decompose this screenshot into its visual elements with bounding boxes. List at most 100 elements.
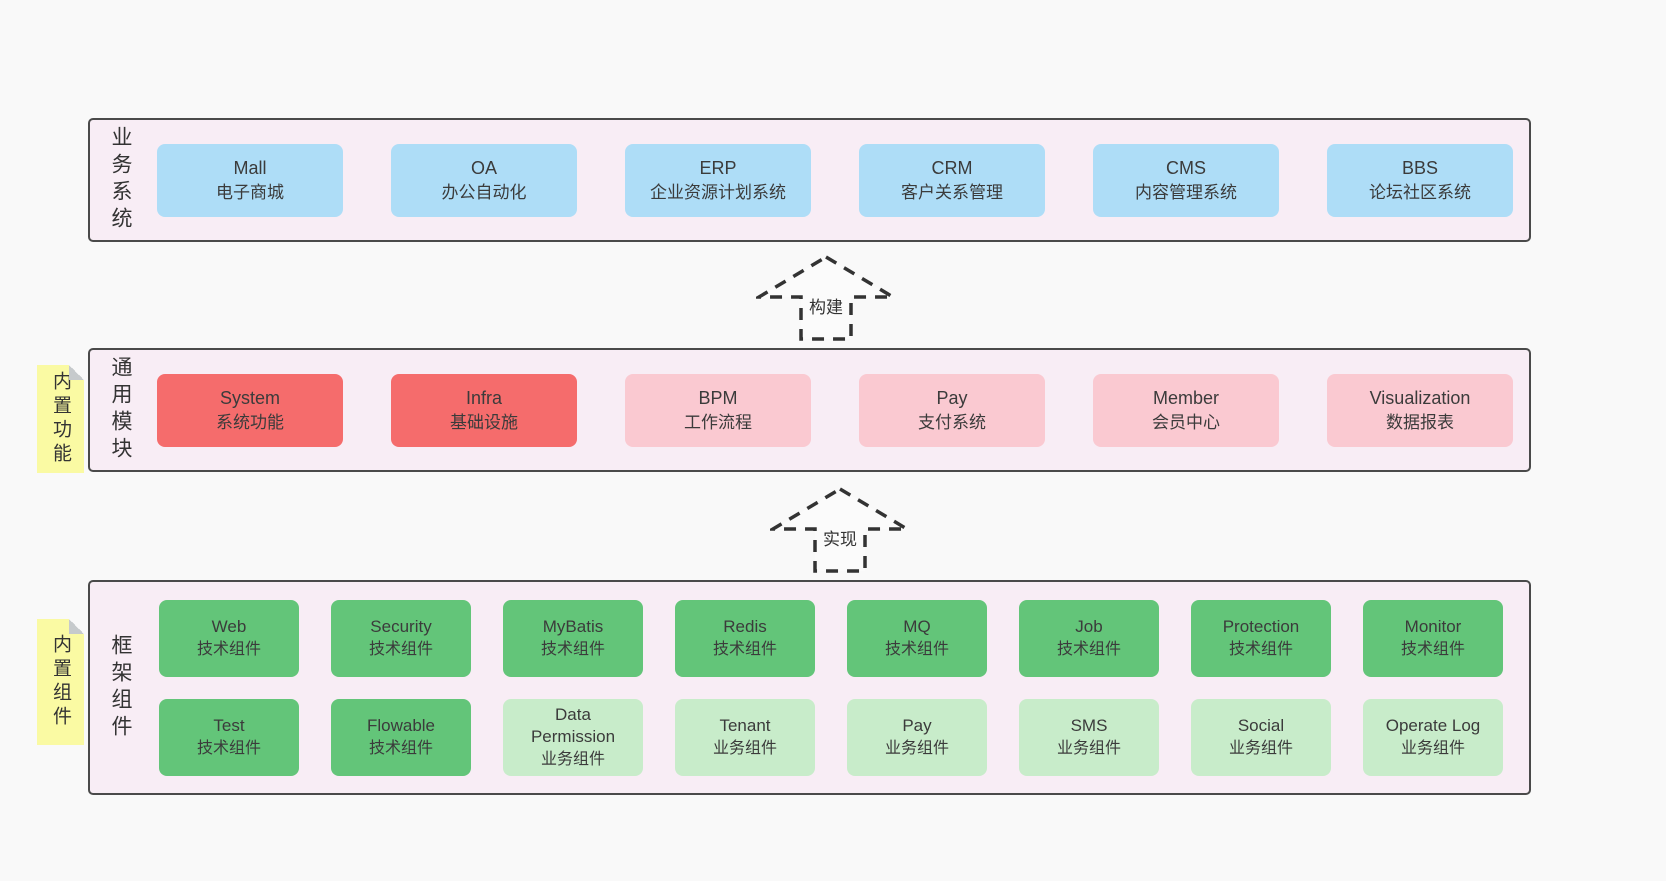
- box-title: Pay: [902, 716, 932, 736]
- box-pay: Pay 支付系统: [859, 373, 1045, 447]
- box-subtitle: 业务组件: [1228, 739, 1293, 757]
- modules-box-row: System 系统功能 Infra 基础设施 BPM 工作流程 Pay 支付系统…: [135, 373, 1529, 447]
- box-title: Job: [1075, 617, 1103, 637]
- arrow-implement-label: 实现: [820, 524, 860, 550]
- box-social: Social 业务组件: [1191, 698, 1331, 776]
- sticky-note-label: 内置组件: [50, 634, 71, 730]
- box-pay-biz: Pay 业务组件: [847, 698, 987, 776]
- box-subtitle: 电子商城: [216, 182, 284, 202]
- layer-business-systems: 业务系统 Mall 电子商城 OA 办公自动化 ERP 企业资源计划系统 CRM…: [88, 118, 1531, 242]
- box-job: Job 技术组件: [1019, 599, 1159, 677]
- box-subtitle: 企业资源计划系统: [650, 182, 786, 202]
- box-crm: CRM 客户关系管理: [859, 143, 1045, 217]
- box-sms: SMS 业务组件: [1019, 698, 1159, 776]
- box-subtitle: 业务组件: [540, 750, 605, 768]
- box-title: MyBatis: [542, 617, 604, 637]
- arrow-build: 构建: [756, 254, 896, 342]
- layer-framework-components: 框架组件 Web 技术组件 Security 技术组件 MyBatis 技术组件…: [88, 580, 1531, 795]
- box-operate-log: Operate Log 业务组件: [1363, 698, 1503, 776]
- box-subtitle: 论坛社区系统: [1369, 182, 1471, 202]
- box-subtitle: 数据报表: [1386, 412, 1454, 432]
- box-title: BPM: [698, 387, 738, 408]
- box-subtitle: 技术组件: [368, 640, 433, 658]
- box-title: Monitor: [1404, 617, 1462, 637]
- box-tenant: Tenant 业务组件: [675, 698, 815, 776]
- box-title: Operate Log: [1385, 716, 1481, 736]
- box-title: Flowable: [366, 716, 436, 736]
- box-subtitle: 系统功能: [216, 412, 284, 432]
- box-subtitle: 技术组件: [1056, 640, 1121, 658]
- box-cms: CMS 内容管理系统: [1093, 143, 1279, 217]
- box-title: Visualization: [1369, 387, 1471, 408]
- box-subtitle: 技术组件: [368, 739, 433, 757]
- box-title: ERP: [699, 157, 737, 178]
- box-member: Member 会员中心: [1093, 373, 1279, 447]
- box-web: Web 技术组件: [159, 599, 299, 677]
- box-subtitle: 技术组件: [540, 640, 605, 658]
- box-title: Tenant: [719, 716, 771, 736]
- arrow-build-label: 构建: [806, 292, 846, 318]
- box-subtitle: 技术组件: [196, 739, 261, 757]
- box-title: Web: [211, 617, 247, 637]
- box-title: Social: [1237, 716, 1285, 736]
- layer-common-modules: 通用模块 System 系统功能 Infra 基础设施 BPM 工作流程 Pay…: [88, 348, 1531, 472]
- box-title: System: [219, 387, 280, 408]
- box-visualization: Visualization 数据报表: [1327, 373, 1513, 447]
- business-box-row: Mall 电子商城 OA 办公自动化 ERP 企业资源计划系统 CRM 客户关系…: [135, 143, 1529, 217]
- box-infra: Infra 基础设施: [391, 373, 577, 447]
- layer-label-business: 业务系统: [109, 126, 132, 234]
- box-title: Test: [213, 716, 245, 736]
- box-oa: OA 办公自动化: [391, 143, 577, 217]
- box-monitor: Monitor 技术组件: [1363, 599, 1503, 677]
- arrow-implement: 实现: [770, 486, 910, 574]
- box-title: Security: [370, 617, 432, 637]
- box-title: CRM: [931, 157, 973, 178]
- box-mall: Mall 电子商城: [157, 143, 343, 217]
- box-title: Protection: [1222, 617, 1300, 637]
- box-title: Redis: [723, 617, 767, 637]
- box-title: Data Permission: [530, 705, 616, 747]
- box-redis: Redis 技术组件: [675, 599, 815, 677]
- box-bpm: BPM 工作流程: [625, 373, 811, 447]
- box-mybatis: MyBatis 技术组件: [503, 599, 643, 677]
- box-title: Infra: [465, 387, 503, 408]
- layer-label-modules: 通用模块: [109, 356, 132, 464]
- components-box-grid: Web 技术组件 Security 技术组件 MyBatis 技术组件 Redi…: [135, 599, 1529, 776]
- box-protection: Protection 技术组件: [1191, 599, 1331, 677]
- box-title: Mall: [233, 157, 267, 178]
- box-title: OA: [470, 157, 497, 178]
- box-subtitle: 基础设施: [450, 412, 518, 432]
- box-subtitle: 技术组件: [884, 640, 949, 658]
- box-subtitle: 业务组件: [884, 739, 949, 757]
- sticky-note-label: 内置功能: [50, 371, 71, 467]
- sticky-note-builtin-components: 内置组件: [37, 619, 84, 745]
- box-subtitle: 技术组件: [1228, 640, 1293, 658]
- box-title: SMS: [1070, 716, 1108, 736]
- layer-label-components: 框架组件: [109, 633, 132, 742]
- box-erp: ERP 企业资源计划系统: [625, 143, 811, 217]
- box-subtitle: 技术组件: [1400, 640, 1465, 658]
- box-security: Security 技术组件: [331, 599, 471, 677]
- box-subtitle: 技术组件: [196, 640, 261, 658]
- box-title: Member: [1152, 387, 1219, 408]
- box-subtitle: 办公自动化: [441, 182, 527, 202]
- box-subtitle: 会员中心: [1152, 412, 1220, 432]
- box-title: MQ: [903, 617, 931, 637]
- box-data-permission: Data Permission 业务组件: [503, 698, 643, 776]
- box-mq: MQ 技术组件: [847, 599, 987, 677]
- box-system: System 系统功能: [157, 373, 343, 447]
- box-title: CMS: [1166, 157, 1206, 178]
- box-subtitle: 业务组件: [1400, 739, 1465, 757]
- box-test: Test 技术组件: [159, 698, 299, 776]
- box-subtitle: 内容管理系统: [1135, 182, 1237, 202]
- box-subtitle: 业务组件: [712, 739, 777, 757]
- box-subtitle: 业务组件: [1056, 739, 1121, 757]
- box-subtitle: 工作流程: [684, 412, 752, 432]
- box-flowable: Flowable 技术组件: [331, 698, 471, 776]
- box-title: BBS: [1401, 157, 1439, 178]
- box-bbs: BBS 论坛社区系统: [1327, 143, 1513, 217]
- box-title: Pay: [936, 387, 968, 408]
- box-subtitle: 客户关系管理: [901, 182, 1003, 202]
- sticky-note-builtin-features: 内置功能: [37, 365, 84, 473]
